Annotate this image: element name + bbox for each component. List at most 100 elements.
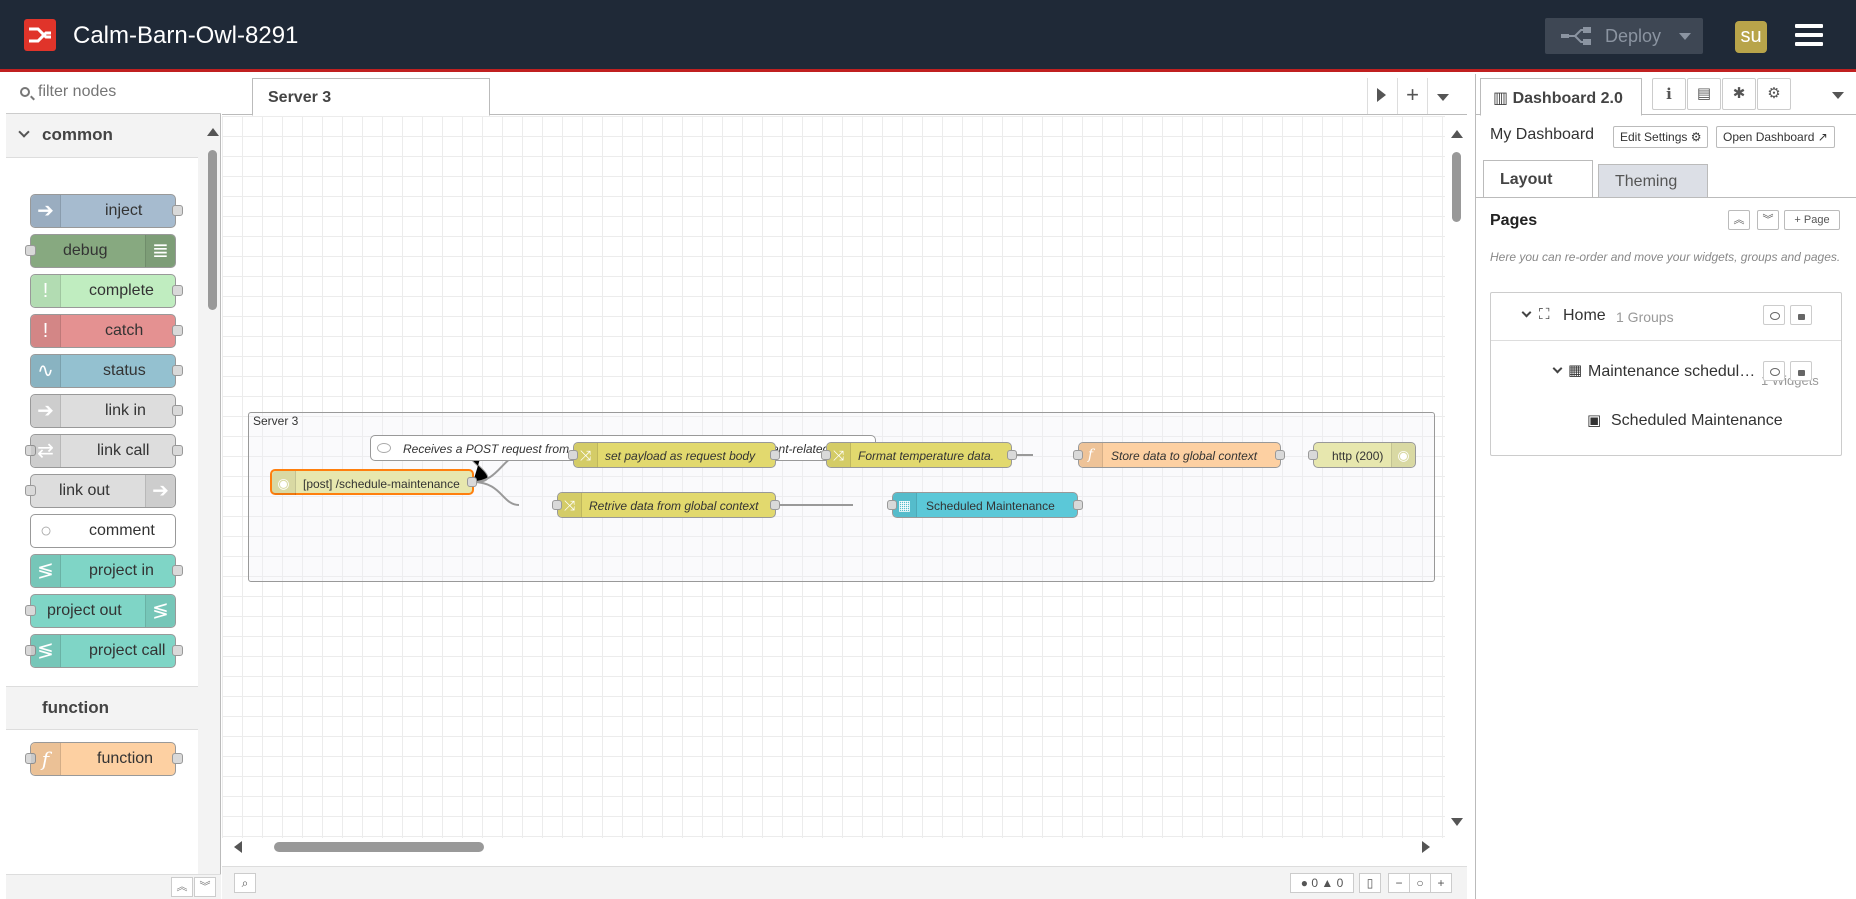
exclamation-icon: ! (31, 275, 61, 307)
globe-icon: ◉ (272, 471, 296, 495)
node-red-logo-icon (24, 19, 56, 51)
flow-canvas[interactable]: Server 3 Receives a POST request from Se… (222, 116, 1445, 838)
palette-node-function[interactable]: f function (25, 742, 183, 776)
palette-node-comment[interactable]: ○ comment (30, 514, 176, 548)
tab-scroll-right-icon[interactable] (1367, 78, 1397, 114)
scroll-right-icon[interactable] (1422, 841, 1430, 853)
deploy-button[interactable]: Deploy (1545, 18, 1703, 54)
edit-settings-button[interactable]: Edit Settings ⚙ (1613, 126, 1709, 148)
tree-group-maintenance[interactable]: ▦ Maintenance schedul… 1 Widgets (1491, 341, 1841, 399)
project-link-icon: ≶ (31, 635, 61, 667)
map-icon[interactable]: ▯ (1359, 873, 1381, 893)
zoom-out-icon[interactable]: − (1388, 873, 1410, 893)
scrollbar-thumb[interactable] (1452, 152, 1461, 222)
node-label: Scheduled Maintenance (926, 499, 1055, 513)
unlock-icon[interactable] (1790, 305, 1812, 325)
workspace-footer: ⌕ ● 0 ▲ 0 ▯ − ○ + (222, 866, 1467, 899)
zoom-in-icon[interactable]: + (1430, 873, 1452, 893)
project-link-icon: ≶ (145, 595, 175, 627)
chevron-down-icon (18, 126, 30, 138)
scroll-up-icon[interactable] (207, 128, 219, 136)
gear-icon: ⚙ (1690, 130, 1702, 144)
node-label: Format temperature data. (858, 449, 995, 463)
globe-icon: ◉ (1391, 443, 1415, 467)
palette-node-link-out[interactable]: link out ➔ (25, 474, 176, 508)
http-in-node[interactable]: ◉ [post] /schedule-maintenance (270, 469, 474, 495)
error-icon: ● (1300, 876, 1308, 890)
exclamation-icon: ! (31, 315, 61, 347)
category-common-header[interactable]: common (6, 114, 198, 158)
chevron-down-icon[interactable] (1552, 363, 1563, 374)
filter-nodes-input[interactable] (36, 82, 206, 102)
palette-node-debug[interactable]: debug ≣ (25, 234, 176, 268)
chevron-down-icon[interactable] (1521, 307, 1532, 318)
palette-search (6, 74, 221, 114)
eye-icon[interactable] (1763, 361, 1785, 381)
scroll-down-icon[interactable] (1451, 818, 1463, 826)
node-palette: common ➔ inject debug ≣ ! complete ! cat… (6, 74, 221, 899)
tab-theming[interactable]: Theming (1598, 164, 1708, 198)
tree-page-home[interactable]: ⛶ Home 1 Groups (1491, 293, 1841, 341)
palette-node-link-call[interactable]: ⇄ link call (25, 434, 183, 468)
scrollbar-thumb[interactable] (274, 842, 484, 852)
sidebar-dropdown-icon[interactable] (1832, 92, 1844, 99)
node-label: link out (59, 482, 110, 499)
user-avatar[interactable]: su (1735, 21, 1767, 53)
node-label: function (97, 750, 154, 767)
unlock-icon[interactable] (1790, 361, 1812, 381)
gear-icon[interactable]: ⚙ (1757, 78, 1791, 110)
shuffle-icon: ⤨ (574, 443, 598, 467)
help-book-icon[interactable]: ▤ (1687, 78, 1721, 110)
page-name: Home (1563, 307, 1606, 324)
warning-count: 0 (1336, 876, 1344, 890)
open-dashboard-button[interactable]: Open Dashboard ↗ (1716, 126, 1835, 148)
scroll-left-icon[interactable] (234, 841, 242, 853)
debug-bug-icon[interactable]: ✱ (1722, 78, 1756, 110)
http-response-node[interactable]: http (200) ◉ (1313, 442, 1416, 468)
canvas-horizontal-scrollbar[interactable] (222, 838, 1445, 856)
palette-node-project-call[interactable]: ≶ project call (25, 634, 183, 668)
info-icon[interactable]: i (1652, 78, 1686, 110)
button-label: Open Dashboard (1723, 130, 1815, 144)
expand-all-icon[interactable]: ︾ (194, 877, 216, 897)
expand-all-icon[interactable]: ︾ (1757, 210, 1779, 230)
tab-label: Dashboard 2.0 (1512, 90, 1623, 107)
tab-layout[interactable]: Layout (1483, 160, 1593, 198)
change-node-set-payload[interactable]: ⤨ set payload as request body (573, 442, 776, 468)
scrollbar-thumb[interactable] (208, 150, 217, 310)
change-node-format-temperature[interactable]: ⤨ Format temperature data. (826, 442, 1012, 468)
palette-scrollbar[interactable] (203, 114, 221, 890)
notification-counts[interactable]: ● 0 ▲ 0 (1290, 873, 1354, 893)
tab-dashboard-2[interactable]: ▥ Dashboard 2.0 (1480, 78, 1642, 116)
category-function-header[interactable]: function (6, 686, 198, 730)
palette-node-complete[interactable]: ! complete (30, 274, 183, 308)
change-node-retrieve-data[interactable]: ⤨ Retrive data from global context (557, 492, 776, 518)
palette-node-status[interactable]: ∿ status (30, 354, 183, 388)
node-label: Store data to global context (1111, 449, 1258, 463)
palette-node-inject[interactable]: ➔ inject (30, 194, 183, 228)
page-icon: ⛶ (1539, 306, 1550, 323)
add-flow-icon[interactable]: + (1397, 78, 1427, 114)
palette-node-catch[interactable]: ! catch (30, 314, 183, 348)
collapse-all-icon[interactable]: ︽ (171, 877, 193, 897)
tab-server-3[interactable]: Server 3 (252, 78, 490, 116)
ui-table-node[interactable]: ▦ Scheduled Maintenance (892, 492, 1078, 518)
function-node-store-data[interactable]: f Store data to global context (1078, 442, 1281, 468)
collapse-all-icon[interactable]: ︽ (1728, 210, 1750, 230)
button-label: Page (1803, 214, 1830, 226)
eye-icon[interactable] (1763, 305, 1785, 325)
add-page-button[interactable]: + Page (1784, 210, 1840, 230)
palette-node-project-in[interactable]: ≶ project in (30, 554, 183, 588)
flow-list-dropdown-icon[interactable] (1427, 78, 1457, 114)
tree-widget-scheduled-maintenance[interactable]: ▣ Scheduled Maintenance (1491, 399, 1841, 447)
main-menu-icon[interactable] (1795, 24, 1823, 48)
canvas-vertical-scrollbar[interactable] (1448, 116, 1466, 838)
deploy-dropdown-icon[interactable] (1679, 33, 1691, 40)
scroll-up-icon[interactable] (1451, 130, 1463, 138)
palette-node-project-out[interactable]: project out ≶ (25, 594, 176, 628)
palette-node-link-in[interactable]: ➔ link in (30, 394, 183, 428)
search-icon[interactable]: ⌕ (234, 873, 256, 893)
shuffle-icon: ⤨ (558, 493, 582, 517)
zoom-reset-icon[interactable]: ○ (1409, 873, 1431, 893)
error-count: 0 (1311, 876, 1318, 890)
